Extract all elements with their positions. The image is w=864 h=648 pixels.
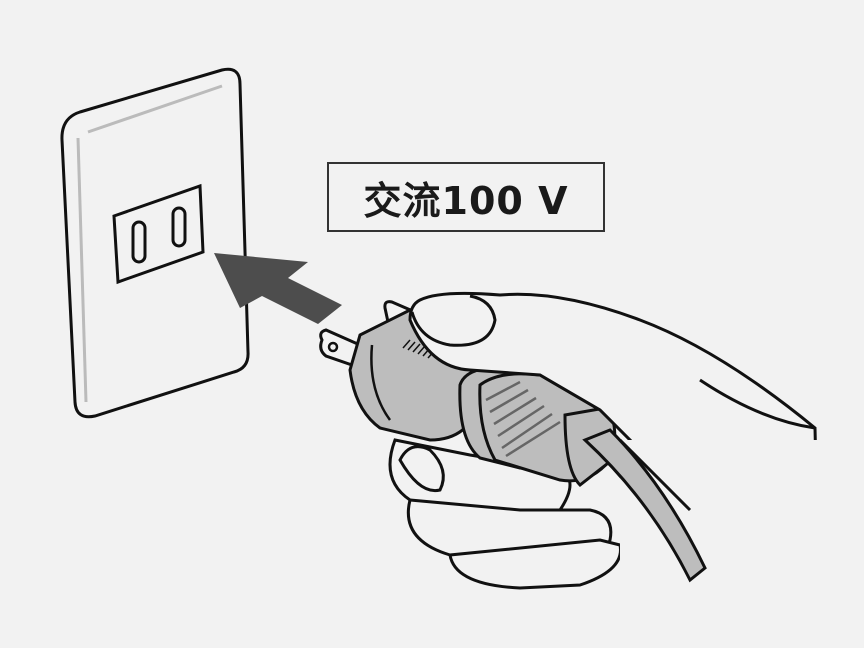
insert-arrow-icon (214, 253, 342, 324)
voltage-label-text: 交流100 V (363, 178, 569, 223)
wall-outlet-icon (60, 67, 250, 419)
voltage-label: 交流100 V (327, 162, 605, 232)
